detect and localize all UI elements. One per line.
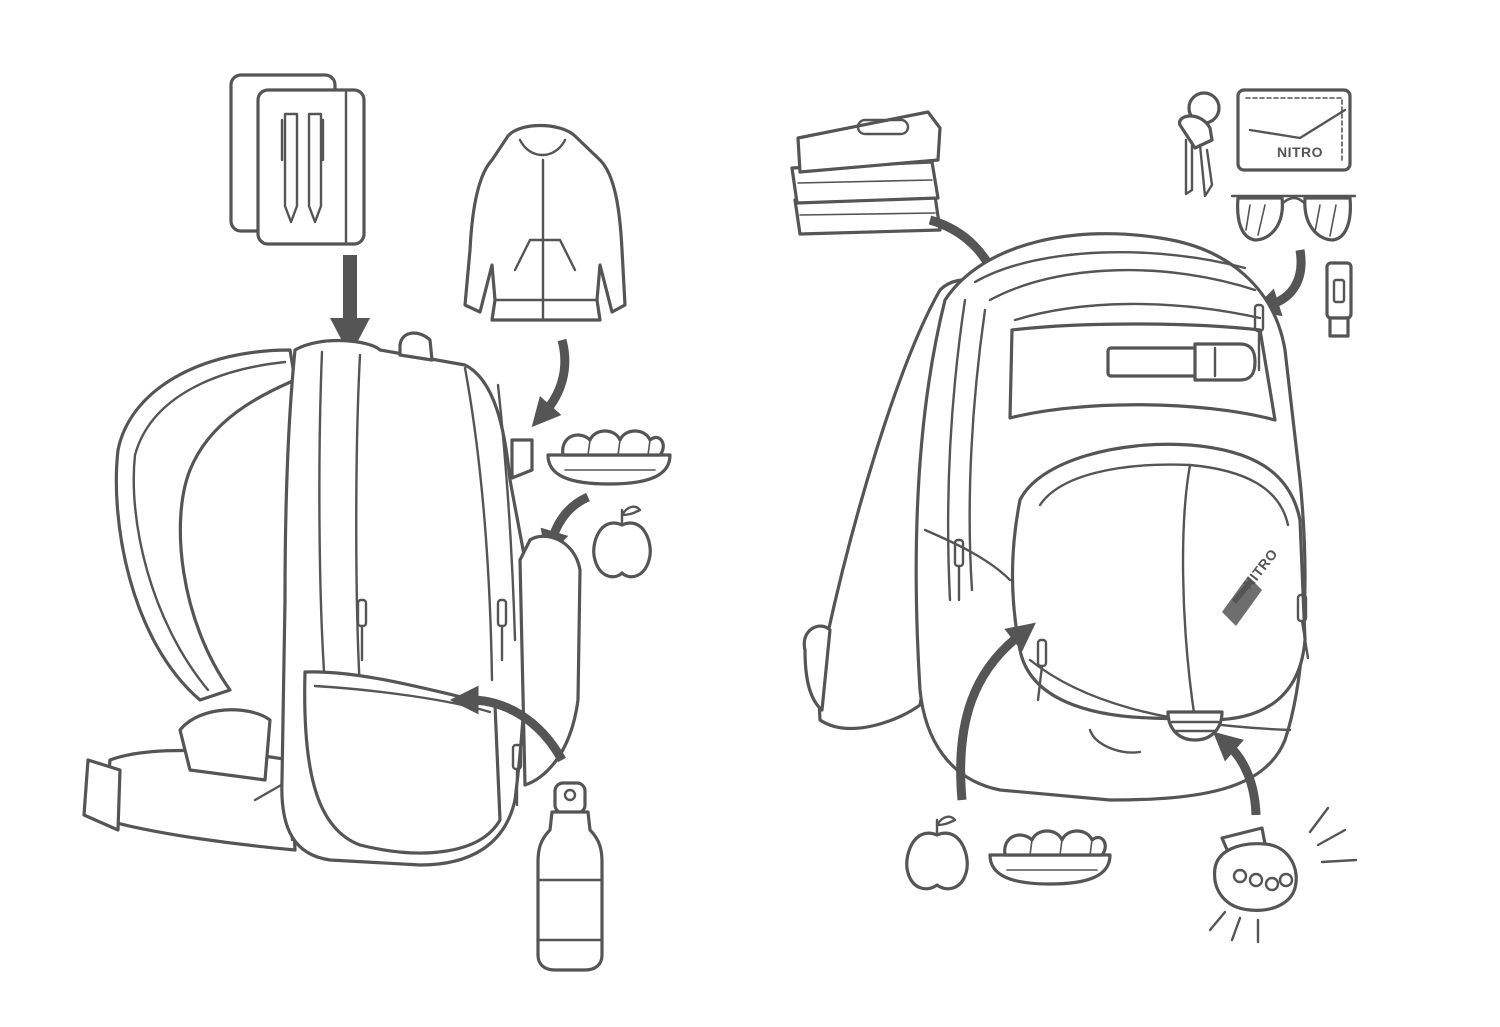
sandwich-icon [546,429,672,486]
keys-icon [1178,91,1221,198]
arrow-sandwich-icon [540,492,591,560]
wallet-icon: NITRO [1236,88,1352,172]
hoodie-icon [463,124,627,322]
pens-icon [280,112,325,224]
down-arrow-icon [330,255,370,356]
arrow-light-icon [1212,731,1261,816]
arrow-hoodie-icon [531,338,570,428]
apple-icon [592,505,652,579]
usb-stick-icon [1325,261,1353,338]
apple-icon [905,815,969,891]
arrow-sunglasses-icon [1250,249,1306,317]
bike-light-icon [1208,806,1358,944]
backpack-side-view [82,331,582,867]
sunglasses-icon [1230,194,1357,242]
sandwich-icon [988,829,1112,886]
arrow-food-icon [956,622,1036,801]
backpack-front-view: NITRO [802,232,1310,802]
wallet-logo-text: NITRO [1277,144,1323,160]
arrow-bottle-icon [449,685,566,763]
water-bottle-icon [536,781,604,972]
books-icon [790,110,942,236]
